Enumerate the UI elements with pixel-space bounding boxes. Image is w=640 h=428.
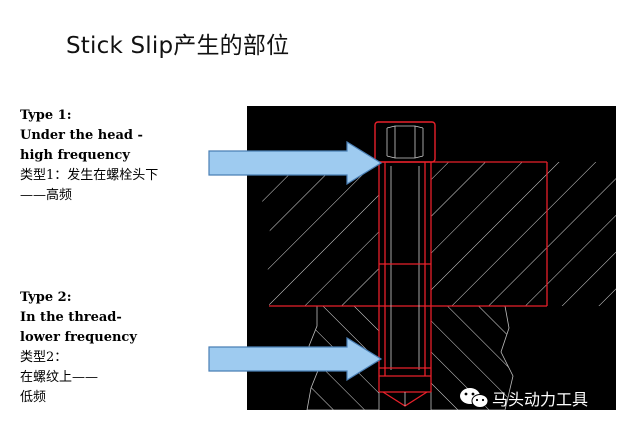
- type-1-label: Type 1: Under the head - high frequency …: [20, 106, 158, 206]
- type-2-heading: Type 2:: [20, 290, 72, 305]
- wechat-icon: [460, 388, 489, 408]
- arrow-type-1: [208, 141, 383, 185]
- type-1-location: Under the head -: [20, 128, 143, 143]
- type-2-chinese-heading: 类型2：: [20, 350, 68, 365]
- type-1-heading: Type 1:: [20, 108, 72, 123]
- bolt-joint-svg: [261, 121, 616, 411]
- watermark-text: 马头动力工具: [492, 390, 589, 409]
- type-2-chinese-location: 在螺纹上——: [20, 370, 99, 385]
- watermark: 马头动力工具: [458, 386, 588, 410]
- bolt-head: [374, 121, 436, 163]
- bolt-joint-drawing: [247, 106, 616, 411]
- type-2-label: Type 2: In the thread- lower frequency 类…: [20, 288, 137, 408]
- thread-section: [379, 263, 431, 407]
- page-title: Stick Slip产生的部位: [66, 33, 290, 59]
- bolt-shank: [384, 162, 426, 376]
- arrow-type-2: [208, 337, 383, 381]
- type-2-location: In the thread-: [20, 310, 122, 325]
- type-1-chinese-frequency: ——高频: [20, 188, 73, 203]
- watermark-icon-spacer: [458, 398, 486, 399]
- type-1-frequency: high frequency: [20, 148, 130, 163]
- type-2-frequency: lower frequency: [20, 330, 137, 345]
- upper-plate: [261, 162, 616, 306]
- bolt-hole: [378, 162, 432, 392]
- type-1-chinese-description: 类型1：发生在螺栓头下: [20, 168, 159, 183]
- type-2-chinese-frequency: 低频: [20, 390, 47, 405]
